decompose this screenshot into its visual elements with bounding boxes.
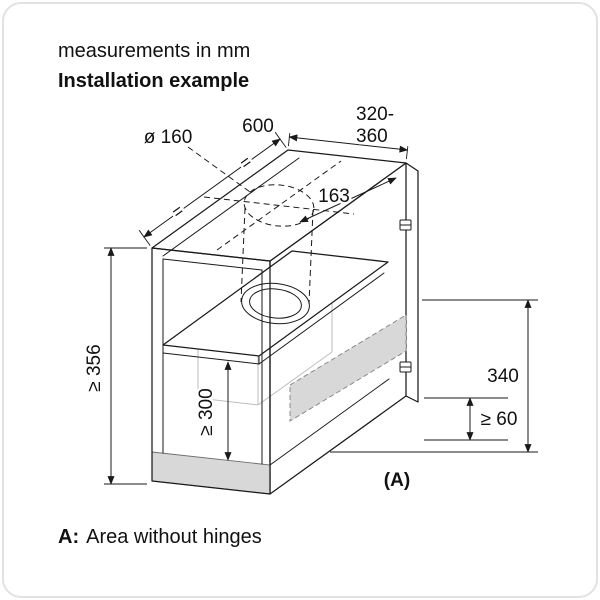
- hole-diameter-label: ø 160: [144, 127, 193, 148]
- width-label: 600: [242, 116, 274, 137]
- shelf-duct-hole: [241, 282, 310, 325]
- depth-range-label-1: 320-: [356, 104, 394, 125]
- measurements-note: measurements in mm: [58, 40, 250, 62]
- side-height-label: 340: [487, 366, 519, 387]
- footnote-marker: A:: [58, 526, 79, 548]
- duct-collar: [249, 288, 302, 319]
- duct-dashed-right: [308, 209, 314, 305]
- equal-mark-upper: =: [236, 152, 255, 173]
- hinge-plate-top: [399, 219, 412, 231]
- page-title: Installation example: [58, 70, 249, 92]
- dimensions: ø 160 600 = = 320- 360 163 ≥: [82, 102, 538, 494]
- dim-340: 340: [330, 299, 538, 453]
- hinge-plate-bottom: [399, 361, 412, 373]
- top-panel: [151, 149, 407, 262]
- min-height-label: ≥ 356: [84, 344, 105, 391]
- dim-163: 163: [299, 177, 397, 223]
- footnote: A: Area without hinges: [58, 526, 262, 548]
- dim-60: ≥ 60: [424, 397, 520, 441]
- bottom-clearance-label: ≥ 60: [481, 409, 518, 430]
- dim-320-360: 320- 360: [287, 102, 409, 160]
- right-panel-thickness: [405, 162, 419, 403]
- cabinet-drawing: [151, 149, 419, 495]
- area-marker-label: (A): [384, 470, 410, 491]
- equal-mark-lower: =: [168, 201, 187, 222]
- shelf: [162, 250, 389, 365]
- dim-300: ≥ 300: [194, 361, 232, 461]
- min-interior-label: ≥ 300: [196, 388, 217, 435]
- floor-edge: [269, 378, 390, 466]
- area-without-hinges-shade: [289, 314, 407, 422]
- depth-range-label-2: 360: [356, 126, 388, 147]
- hole-offset-label: 163: [318, 186, 350, 207]
- footnote-text: Area without hinges: [86, 526, 262, 548]
- dim-356: ≥ 356: [82, 247, 147, 485]
- front-opening: [151, 247, 271, 495]
